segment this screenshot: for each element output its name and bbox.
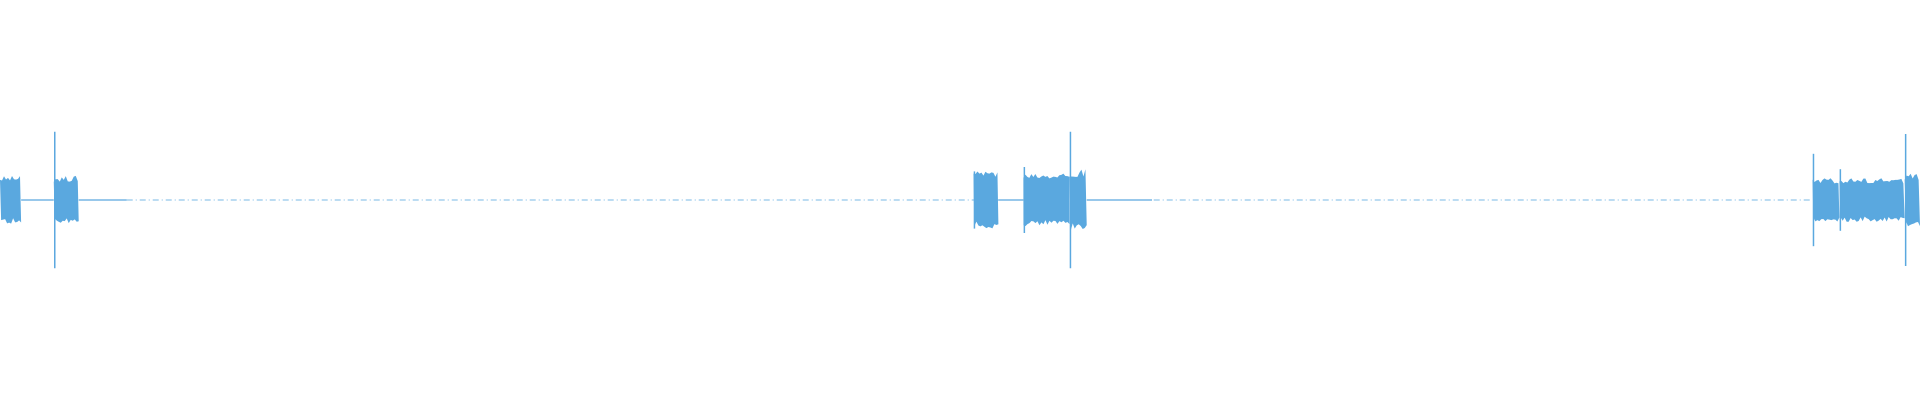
waveform-clip xyxy=(1839,169,1905,231)
waveform-layer xyxy=(0,131,1920,269)
waveform-clip xyxy=(973,171,999,229)
waveform-envelope xyxy=(0,176,22,224)
waveform-clip xyxy=(1904,134,1920,266)
waveform-envelope xyxy=(1904,173,1920,227)
waveform-envelope xyxy=(973,171,999,229)
waveform-clip xyxy=(53,131,79,269)
waveform-envelope xyxy=(53,175,79,224)
waveform-clip xyxy=(0,176,22,224)
waveform-envelope xyxy=(1069,169,1087,231)
waveform-envelope xyxy=(1023,173,1070,227)
waveform-envelope xyxy=(1839,178,1905,222)
waveform-clip xyxy=(1812,153,1840,247)
waveform-envelope xyxy=(1812,178,1840,222)
waveform-clip xyxy=(1069,131,1087,269)
waveform-clip xyxy=(1023,167,1070,233)
